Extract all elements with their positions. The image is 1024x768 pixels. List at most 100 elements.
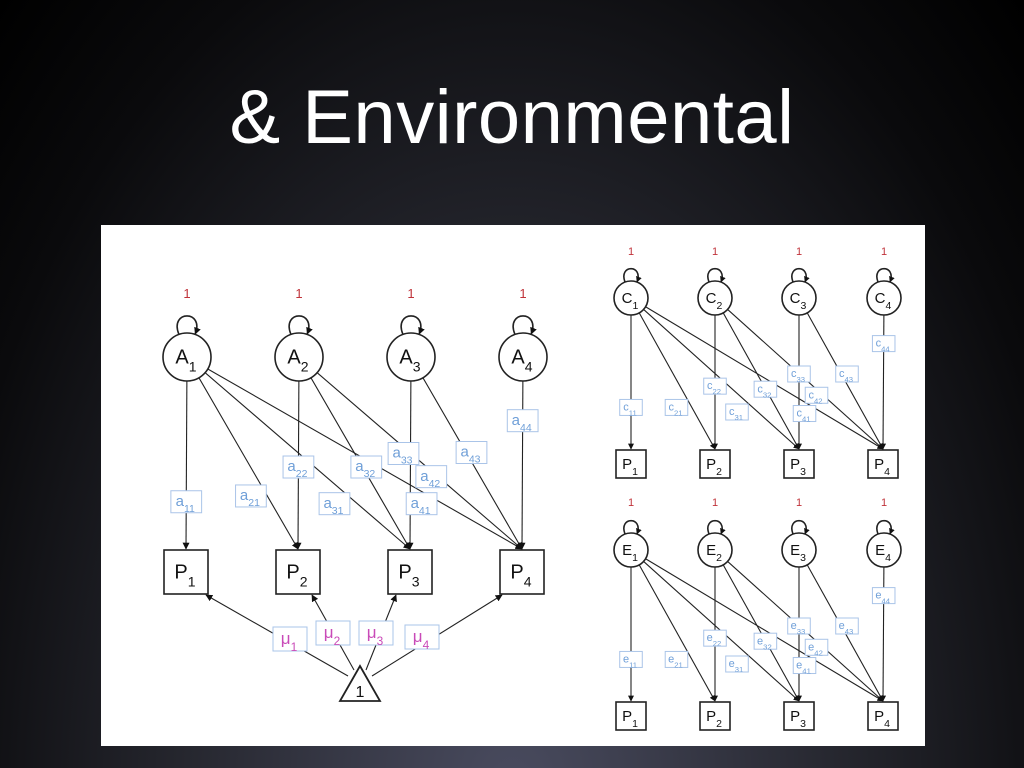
mean-label-box-3 [358,620,394,646]
latent-node-a4 [498,332,548,382]
mean-label-box-2 [315,620,351,646]
mean-triangle [338,664,382,702]
latent-node-a2 [274,332,324,382]
variance-one-label-e2: 1 [712,497,718,509]
latent-node-e4 [866,532,902,568]
path-label-box-a43 [455,441,488,464]
variance-one-label-a4: 1 [519,286,526,301]
path-label-e41: e41 [796,660,811,676]
path-line-a21 [198,377,299,550]
variance-one-label-e4: 1 [881,497,887,509]
path-label-e33: e33 [791,620,806,636]
path-label-a42: a42 [420,468,440,490]
path-label-c21: c21 [668,402,682,418]
path-label-e11: e11 [623,654,637,670]
observed-label-e-p4: P4 [874,708,890,730]
path-label-a11: a11 [176,493,195,515]
path-label-a32: a32 [355,458,375,480]
variance-one-label-a3: 1 [407,286,414,301]
variance-loop-a3 [400,315,425,335]
path-label-e22: e22 [707,632,722,648]
path-label-a41: a41 [411,495,431,517]
path-line-e41 [645,558,884,702]
path-label-box-c33 [787,365,811,383]
path-label-a43: a43 [460,444,480,466]
observed-label-a-p3: P3 [398,562,419,590]
observed-label-e-p2: P2 [706,708,722,730]
path-label-box-a32 [350,455,383,479]
observed-node-p4 [867,449,899,479]
path-line-e44 [880,566,887,702]
latent-label-e4: E4 [875,542,891,564]
observed-node-p2 [699,449,731,479]
observed-node-p2 [275,549,321,595]
latent-label-a3: A3 [399,347,420,375]
path-label-box-c31 [725,403,749,421]
path-label-c42: c42 [808,389,822,405]
latent-node-c2 [697,280,733,316]
path-label-c31: c31 [729,406,743,422]
observed-node-p1 [615,701,647,731]
path-label-box-a22 [282,455,315,479]
path-label-e42: e42 [808,641,823,657]
latent-label-c4: C4 [875,290,892,312]
path-label-a44: a44 [512,412,532,434]
latent-label-a4: A4 [511,347,532,375]
path-label-box-e44 [871,587,896,605]
path-label-box-e22 [703,629,727,647]
observed-node-p4 [867,701,899,731]
latent-label-a2: A2 [287,347,308,375]
observed-label-c-p4: P4 [874,456,890,478]
latent-label-c2: C2 [706,290,723,312]
mean-label-box-1 [272,626,308,652]
path-label-c43: c43 [839,368,853,384]
mean-label-box-4 [404,624,440,650]
path-label-box-c41 [792,405,817,423]
observed-label-e-p3: P3 [790,708,806,730]
observed-label-a-p2: P2 [286,562,307,590]
latent-node-e3 [781,532,817,568]
path-label-a31: a31 [323,495,343,517]
path-label-box-a33 [387,442,420,465]
observed-label-a-p4: P4 [510,562,531,590]
latent-label-c1: C1 [622,290,639,312]
observed-label-a-p1: P1 [174,562,195,590]
latent-label-e2: E2 [706,542,722,564]
variance-one-label-c1: 1 [628,246,634,258]
path-label-c41: c41 [796,408,810,424]
path-label-e43: e43 [839,620,854,636]
latent-label-e3: E3 [790,542,806,564]
path-label-box-a41 [405,492,438,516]
variance-one-label-c3: 1 [796,246,802,258]
latent-label-e1: E1 [622,542,638,564]
observed-node-p1 [163,549,209,595]
path-line-c44 [880,314,887,450]
variance-one-label-c4: 1 [881,246,887,258]
variance-one-label-c2: 1 [712,246,718,258]
variance-loop-c3 [791,267,810,283]
path-label-box-e41 [792,657,817,675]
path-label-box-a44 [506,409,539,433]
mean-label-mu1: μ1 [281,629,298,654]
path-label-box-a42 [415,465,448,489]
path-label-box-c32 [753,380,778,398]
mean-triangle-label: 1 [356,684,365,701]
mean-label-mu4: μ4 [413,627,430,652]
path-label-box-e32 [753,632,778,650]
path-label-box-c22 [703,377,727,395]
latent-label-c3: C3 [790,290,807,312]
path-label-box-c44 [871,335,896,353]
variance-one-label-a1: 1 [183,286,190,301]
path-line-a44 [518,380,526,550]
path-label-e32: e32 [757,635,772,651]
path-label-box-e31 [725,655,749,673]
latent-node-a1 [162,332,212,382]
path-label-box-a21 [235,484,267,508]
latent-node-a3 [386,332,436,382]
path-line-a42 [316,372,523,550]
slide-title: & Environmental [229,75,795,160]
path-label-e44: e44 [875,590,890,606]
